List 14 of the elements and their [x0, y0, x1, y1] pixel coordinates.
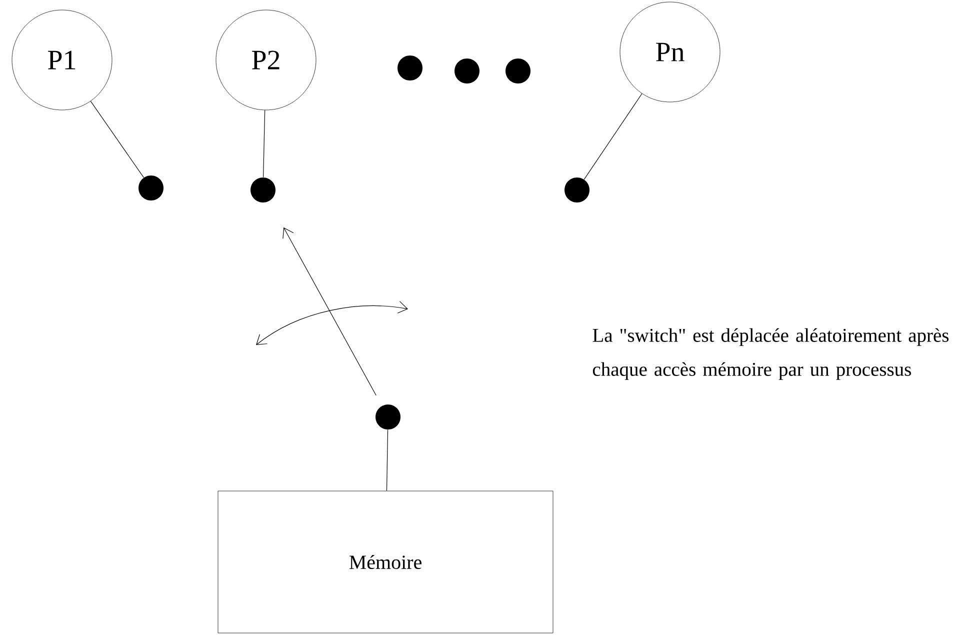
connection-dot: [564, 178, 590, 202]
connector-line: [584, 93, 642, 180]
memory-box: Mémoire: [218, 490, 554, 634]
arrow: [282, 227, 376, 396]
connection-dot: [250, 178, 276, 202]
connector-line: [386, 429, 388, 492]
connector-line: [263, 110, 266, 178]
connection-dot: [138, 176, 164, 200]
connector-line: [90, 100, 144, 178]
ellipsis-dot: [506, 58, 530, 84]
connection-dot: [376, 404, 400, 430]
ellipsis-dot: [454, 58, 480, 84]
note-text: La "switch" est déplacée aléatoirement après chaque accès mémoire par un processus: [592, 328, 949, 380]
ellipsis-dot: [398, 56, 422, 80]
